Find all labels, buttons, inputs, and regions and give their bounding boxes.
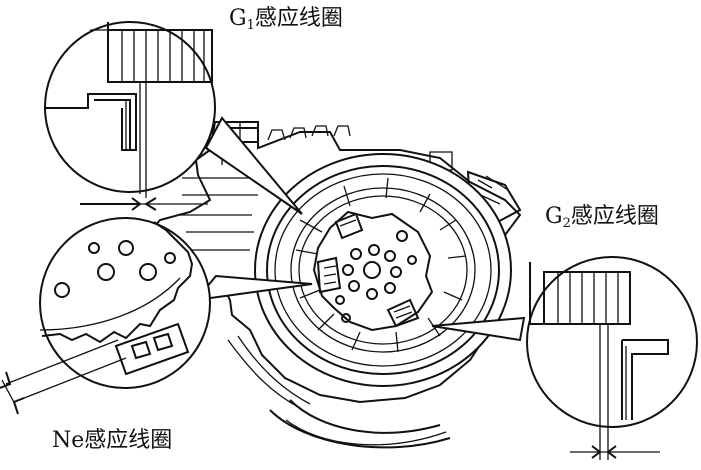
signal-rotor (312, 210, 434, 332)
g1-detail-callout (44, 21, 216, 211)
g2-coil-label: G2感应线圈 (545, 204, 659, 231)
g2-detail-callout (526, 256, 698, 460)
lower-flange (227, 335, 451, 449)
ne-detail-callout (0, 217, 211, 415)
cap-spokes (295, 177, 467, 353)
ne-coil-label: Ne感应线圈 (52, 428, 173, 453)
callout-leaders (193, 116, 526, 342)
g1-coil-label: G1感应线圈 (229, 6, 343, 33)
